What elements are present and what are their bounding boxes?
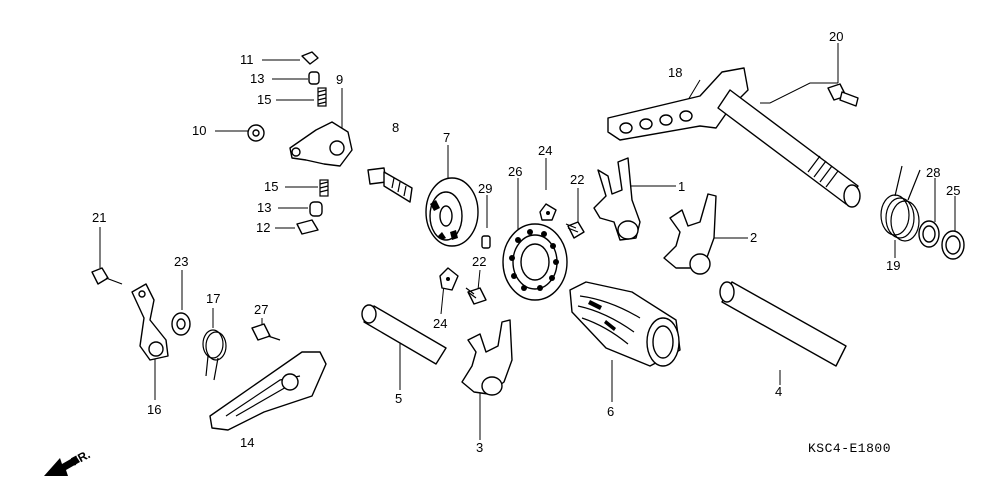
part-19-return-spring (880, 165, 921, 242)
callout-17: 17 (206, 291, 220, 306)
callout-25: 25 (946, 183, 960, 198)
callout-11: 11 (240, 52, 254, 67)
part-13-pin-lower (309, 201, 323, 217)
callout-21: 21 (92, 210, 106, 225)
part-7-drum-center (425, 177, 479, 247)
part-5-fork-shaft (361, 304, 447, 365)
part-4-fork-shaft (719, 281, 847, 367)
part-20-bolt (827, 83, 859, 107)
part-21-bolt (91, 267, 123, 285)
callout-26: 26 (508, 164, 522, 179)
part-14-plate (209, 351, 327, 431)
part-3-shift-fork (461, 319, 513, 396)
part-18-spindle-arm (607, 67, 749, 141)
callout-22-lower: 22 (472, 254, 486, 269)
callout-12: 12 (256, 220, 270, 235)
callout-19: 19 (886, 258, 900, 273)
part-2-shift-fork (663, 193, 717, 275)
part-24-plate-upper (539, 203, 557, 221)
diagram-code: KSC4-E1800 (808, 441, 891, 456)
callout-16: 16 (147, 402, 161, 417)
callout-2: 2 (750, 230, 757, 245)
callout-23: 23 (174, 254, 188, 269)
part-29-pin (481, 235, 491, 249)
part-15-spring-upper (317, 87, 327, 107)
part-1-shift-fork (593, 157, 641, 241)
part-28-washer (918, 220, 940, 248)
part-17-spring (202, 329, 227, 381)
part-10-collar (247, 124, 265, 142)
part-11-cap (301, 51, 319, 65)
callout-8: 8 (392, 120, 399, 135)
callout-9: 9 (336, 72, 343, 87)
callout-7: 7 (443, 130, 450, 145)
callout-3: 3 (476, 440, 483, 455)
callout-1: 1 (678, 179, 685, 194)
part-18-spindle-shaft (717, 89, 861, 208)
callout-24-lower: 24 (433, 316, 447, 331)
part-9-arm (289, 121, 353, 167)
part-22-bolt-lower (465, 287, 487, 305)
callout-13-upper: 13 (250, 71, 264, 86)
callout-labels: 11 13 9 15 10 8 7 24 26 29 22 15 1 13 12… (69, 29, 961, 469)
callout-24-upper: 24 (538, 143, 552, 158)
part-16-lever (131, 283, 169, 361)
callout-13-lower: 13 (257, 200, 271, 215)
part-15-spring-lower (319, 179, 329, 197)
part-23-washer (171, 312, 191, 336)
callout-20: 20 (829, 29, 843, 44)
callout-15-lower: 15 (264, 179, 278, 194)
callout-14: 14 (240, 435, 254, 450)
callout-15-upper: 15 (257, 92, 271, 107)
part-25-ring (941, 230, 965, 260)
callout-4: 4 (775, 384, 782, 399)
callout-6: 6 (607, 404, 614, 419)
part-6-shift-drum (569, 281, 681, 367)
part-26-bearing (502, 223, 568, 301)
callout-18: 18 (668, 65, 682, 80)
front-direction-arrow (44, 456, 80, 476)
callout-29: 29 (478, 181, 492, 196)
part-27-bolt (251, 323, 281, 341)
callout-22-upper: 22 (570, 172, 584, 187)
part-8-stopper-bolt (367, 167, 413, 203)
callout-5: 5 (395, 391, 402, 406)
callout-28: 28 (926, 165, 940, 180)
callout-10: 10 (192, 123, 206, 138)
part-12-cap (296, 219, 319, 235)
part-13-pin-upper (308, 71, 320, 85)
part-24-plate-lower (439, 267, 459, 291)
callout-27: 27 (254, 302, 268, 317)
part-22-bolt-upper (565, 221, 585, 239)
